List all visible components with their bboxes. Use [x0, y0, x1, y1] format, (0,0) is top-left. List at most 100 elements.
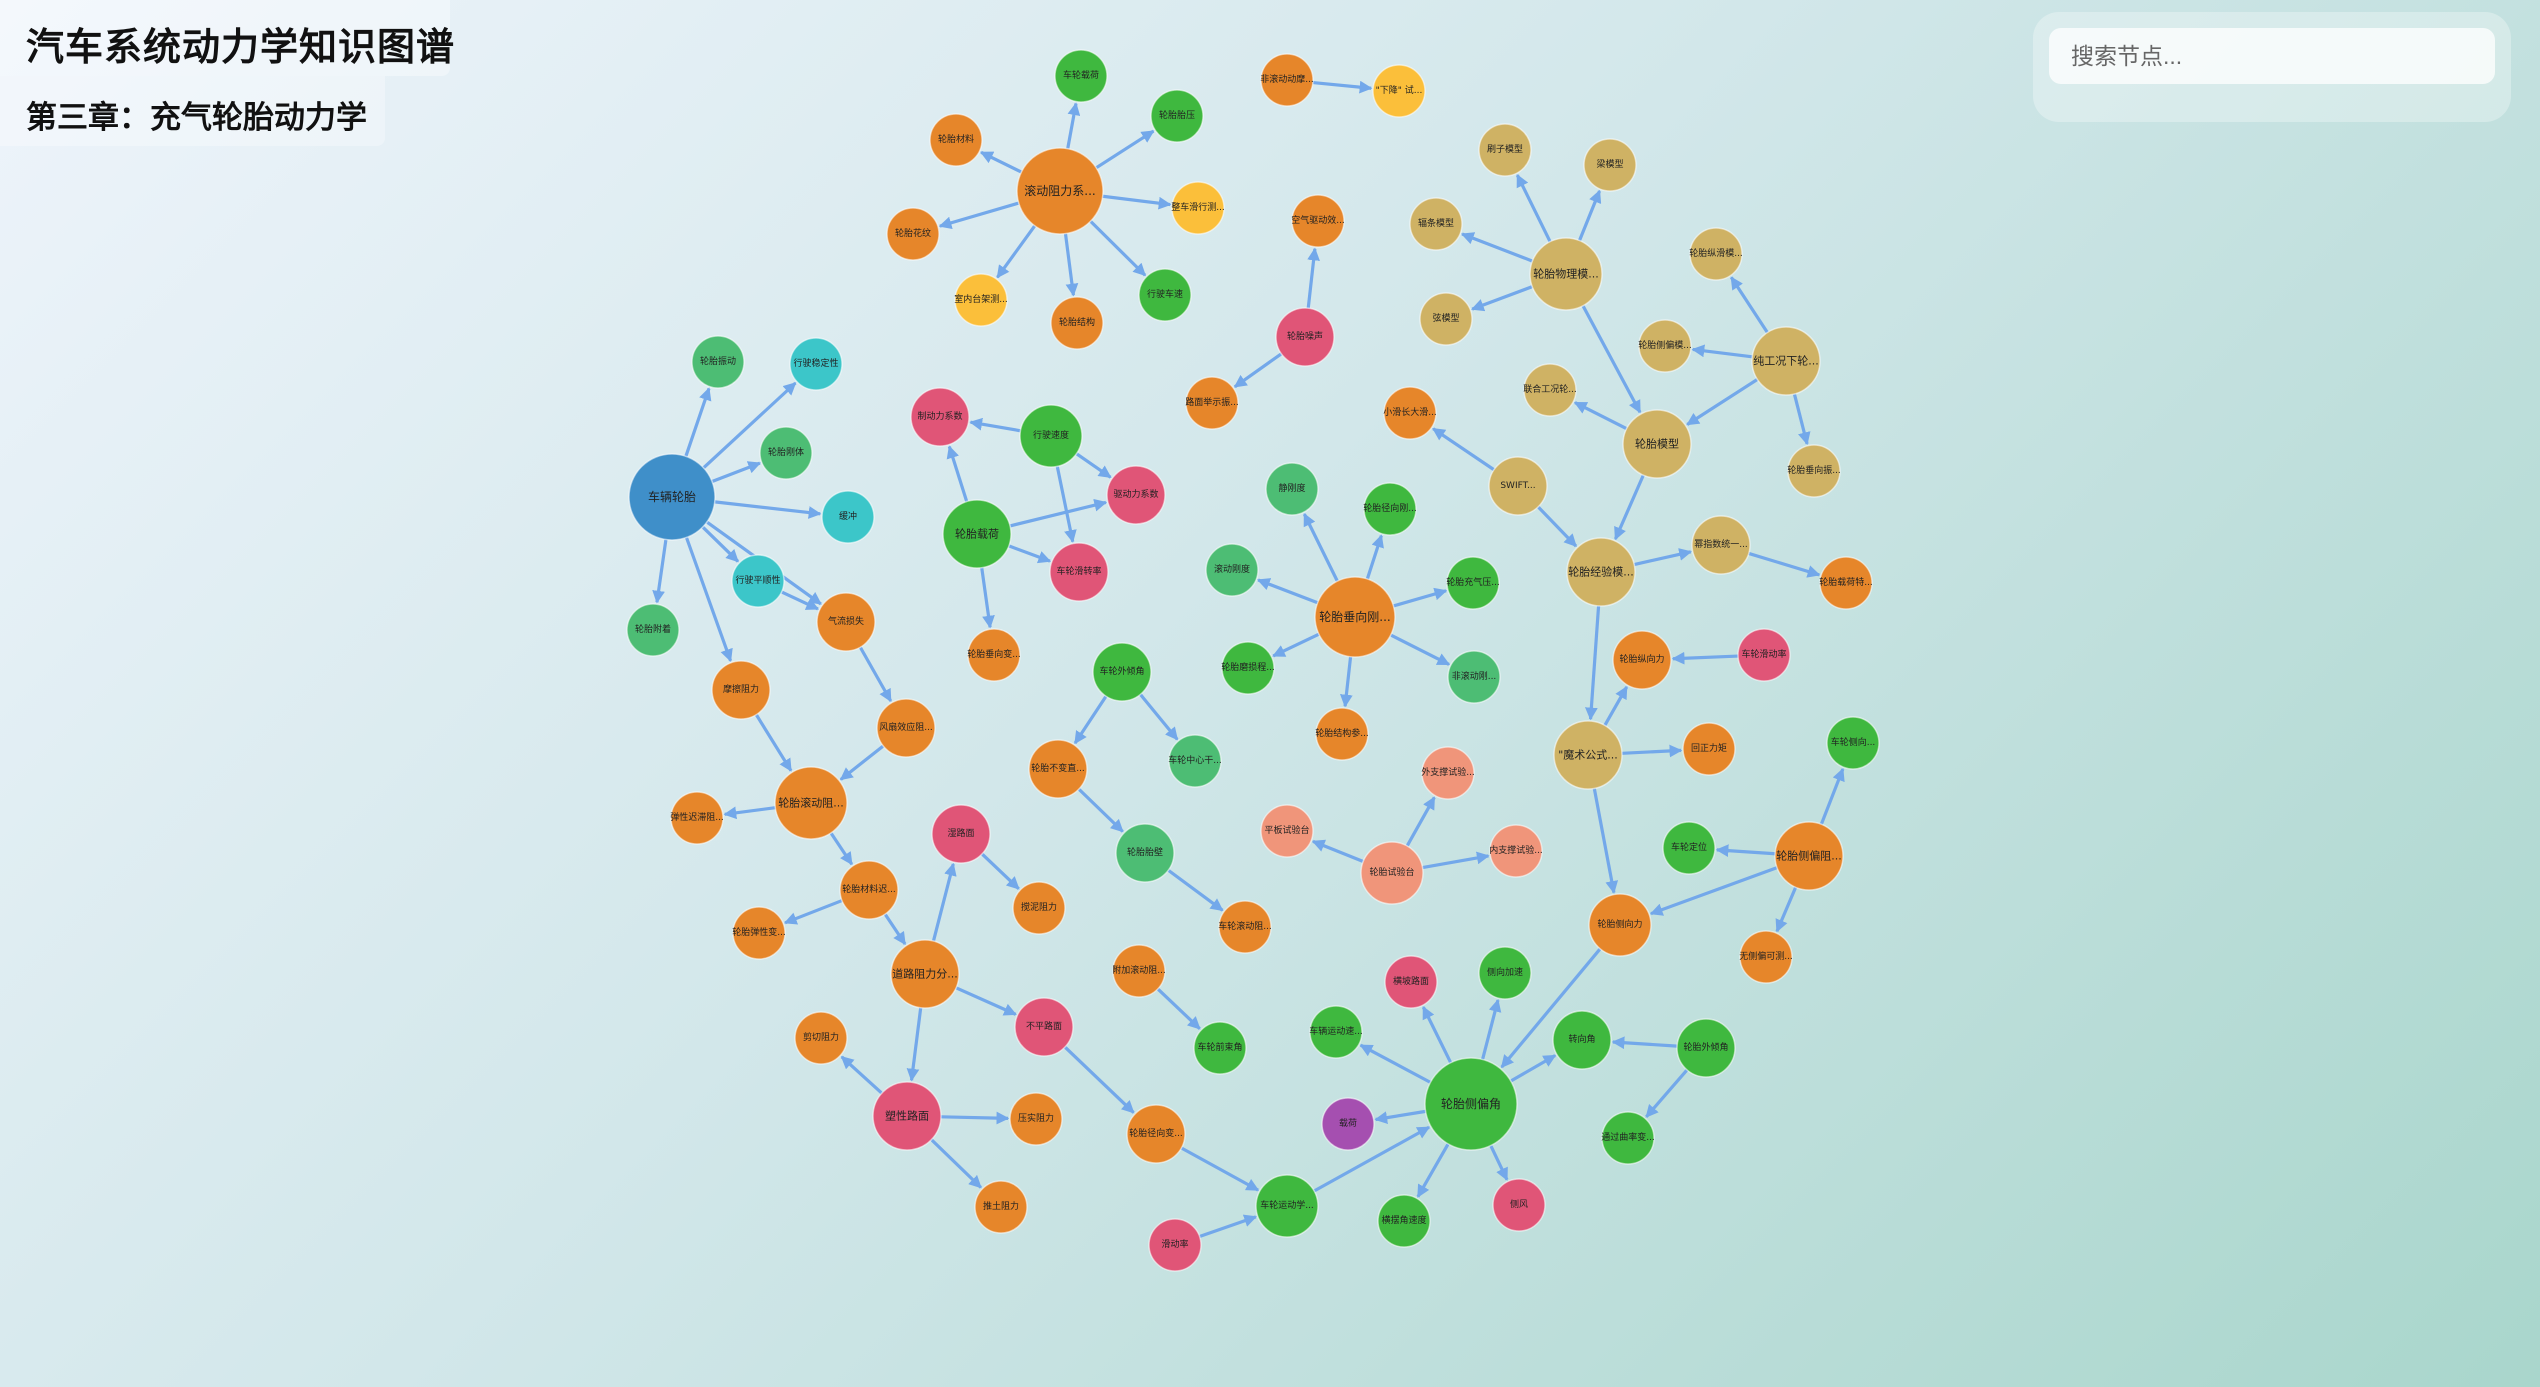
graph-node-circle[interactable] — [794, 1011, 848, 1065]
graph-node-circle[interactable] — [1265, 462, 1319, 516]
graph-node-circle[interactable] — [1171, 181, 1225, 235]
graph-node-circle[interactable] — [1489, 824, 1543, 878]
graph-node[interactable]: 非滚动刚... — [1447, 650, 1501, 704]
graph-node[interactable]: 辐条模型 — [1409, 197, 1463, 251]
search-input[interactable] — [2049, 28, 2495, 84]
graph-node-circle[interactable] — [1309, 1005, 1363, 1059]
graph-node[interactable]: 轮胎滚动阻... — [774, 766, 848, 840]
graph-node[interactable]: 缓冲 — [821, 490, 875, 544]
graph-node-circle[interactable] — [1601, 1111, 1655, 1165]
graph-node-circle[interactable] — [1622, 409, 1692, 479]
graph-node-circle[interactable] — [974, 1180, 1028, 1234]
graph-node-circle[interactable] — [1106, 465, 1166, 525]
graph-node-circle[interactable] — [1384, 955, 1438, 1009]
graph-node[interactable]: 路面举示振... — [1185, 376, 1239, 430]
graph-node[interactable]: 外支撑试验... — [1421, 746, 1475, 800]
graph-node-circle[interactable] — [872, 1081, 942, 1151]
graph-node-circle[interactable] — [910, 387, 970, 447]
graph-node[interactable]: 不平路面 — [1014, 997, 1074, 1057]
graph-node-circle[interactable] — [1826, 716, 1880, 770]
graph-node-circle[interactable] — [1363, 482, 1417, 536]
graph-node[interactable]: 轮胎胎壁 — [1115, 823, 1175, 883]
graph-node-circle[interactable] — [886, 207, 940, 261]
graph-node[interactable]: 附加滚动阻... — [1112, 944, 1166, 998]
graph-node[interactable]: 弦模型 — [1419, 292, 1473, 346]
graph-node-circle[interactable] — [1751, 326, 1821, 396]
graph-node[interactable]: "魔术公式... — [1553, 720, 1623, 790]
graph-node[interactable]: 车轮前束角 — [1193, 1021, 1247, 1075]
graph-node[interactable]: 无侧偏可测... — [1739, 930, 1793, 984]
graph-node[interactable]: 刷子模型 — [1478, 123, 1532, 177]
graph-node[interactable]: 车轮外倾角 — [1092, 642, 1152, 702]
graph-node-circle[interactable] — [1419, 292, 1473, 346]
graph-node[interactable]: 轮胎纵向力 — [1612, 630, 1672, 690]
graph-node[interactable]: SWIFT... — [1488, 456, 1548, 516]
graph-node-circle[interactable] — [1421, 746, 1475, 800]
graph-node-circle[interactable] — [1523, 363, 1577, 417]
graph-node-circle[interactable] — [1424, 1057, 1518, 1151]
graph-node[interactable]: 湿路面 — [931, 804, 991, 864]
graph-node[interactable]: 轮胎附着 — [626, 603, 680, 657]
graph-node-circle[interactable] — [1638, 319, 1692, 373]
graph-node-circle[interactable] — [954, 273, 1008, 327]
graph-node[interactable]: 载荷 — [1321, 1097, 1375, 1151]
graph-node-circle[interactable] — [1774, 821, 1844, 891]
graph-node[interactable]: 车轮定位 — [1662, 821, 1716, 875]
graph-node[interactable]: 车轮滚动阻... — [1218, 900, 1272, 954]
graph-node[interactable]: 通过曲率变... — [1601, 1111, 1655, 1165]
graph-node[interactable]: 驱动力系数 — [1106, 465, 1166, 525]
graph-node-circle[interactable] — [1737, 628, 1791, 682]
graph-node[interactable]: 气流损失 — [816, 592, 876, 652]
graph-node-circle[interactable] — [1193, 1021, 1247, 1075]
graph-node[interactable]: 联合工况轮... — [1523, 363, 1577, 417]
graph-node[interactable]: 幂指数统一... — [1691, 515, 1751, 575]
graph-node[interactable]: 车辆运动速... — [1309, 1005, 1363, 1059]
graph-node-circle[interactable] — [1260, 804, 1314, 858]
graph-node[interactable]: 轮胎侧向力 — [1588, 893, 1652, 957]
graph-node[interactable]: 内支撑试验... — [1489, 824, 1543, 878]
graph-node-circle[interactable] — [1150, 89, 1204, 143]
graph-node-circle[interactable] — [1255, 1174, 1319, 1238]
graph-node[interactable]: 轮胎花纹 — [886, 207, 940, 261]
graph-node[interactable]: 轮胎侧偏阻... — [1774, 821, 1844, 891]
graph-node[interactable]: 轮胎载荷 — [942, 499, 1012, 569]
graph-node[interactable]: 梁模型 — [1583, 138, 1637, 192]
graph-node-circle[interactable] — [1372, 64, 1426, 118]
graph-node[interactable]: 轮胎载荷特... — [1819, 556, 1873, 610]
graph-node-circle[interactable] — [1291, 194, 1345, 248]
graph-node-circle[interactable] — [1529, 237, 1603, 311]
graph-node[interactable]: 小滑长大滑... — [1383, 386, 1437, 440]
graph-node[interactable]: 轮胎试验台 — [1360, 841, 1424, 905]
graph-node[interactable]: 横坡路面 — [1384, 955, 1438, 1009]
graph-node[interactable]: "下降" 试... — [1372, 64, 1426, 118]
graph-node[interactable]: 轮胎刚体 — [759, 426, 813, 480]
graph-node[interactable]: 轮胎径向刚... — [1363, 482, 1417, 536]
graph-node[interactable]: 推土阻力 — [974, 1180, 1028, 1234]
graph-node[interactable]: 滚动刚度 — [1205, 543, 1259, 597]
graph-node-circle[interactable] — [1315, 707, 1369, 761]
graph-node-circle[interactable] — [929, 113, 983, 167]
graph-node-circle[interactable] — [1321, 1097, 1375, 1151]
graph-node-circle[interactable] — [1552, 1010, 1612, 1070]
graph-node[interactable]: 轮胎结构 — [1050, 296, 1104, 350]
graph-node-circle[interactable] — [1205, 543, 1259, 597]
graph-node[interactable]: 滚动阻力系... — [1016, 147, 1104, 235]
graph-node[interactable]: 车轮侧向... — [1826, 716, 1880, 770]
graph-node-circle[interactable] — [1115, 823, 1175, 883]
graph-node[interactable]: 轮胎侧偏模... — [1638, 319, 1692, 373]
graph-node[interactable]: 非滚动动摩... — [1260, 53, 1314, 107]
graph-node[interactable]: 轮胎模型 — [1622, 409, 1692, 479]
graph-node[interactable]: 车轮运动学... — [1255, 1174, 1319, 1238]
graph-node[interactable]: 回正力矩 — [1682, 722, 1736, 776]
graph-node-circle[interactable] — [1739, 930, 1793, 984]
graph-node-circle[interactable] — [1447, 650, 1501, 704]
graph-node-circle[interactable] — [876, 698, 936, 758]
graph-node-circle[interactable] — [942, 499, 1012, 569]
graph-node[interactable]: 侧风 — [1492, 1178, 1546, 1232]
graph-node-circle[interactable] — [1126, 1104, 1186, 1164]
graph-node-circle[interactable] — [1012, 881, 1066, 935]
graph-node-circle[interactable] — [1138, 268, 1192, 322]
graph-node-circle[interactable] — [1383, 386, 1437, 440]
graph-node[interactable]: 压实阻力 — [1009, 1092, 1063, 1146]
graph-node[interactable]: 侧向加速 — [1478, 946, 1532, 1000]
